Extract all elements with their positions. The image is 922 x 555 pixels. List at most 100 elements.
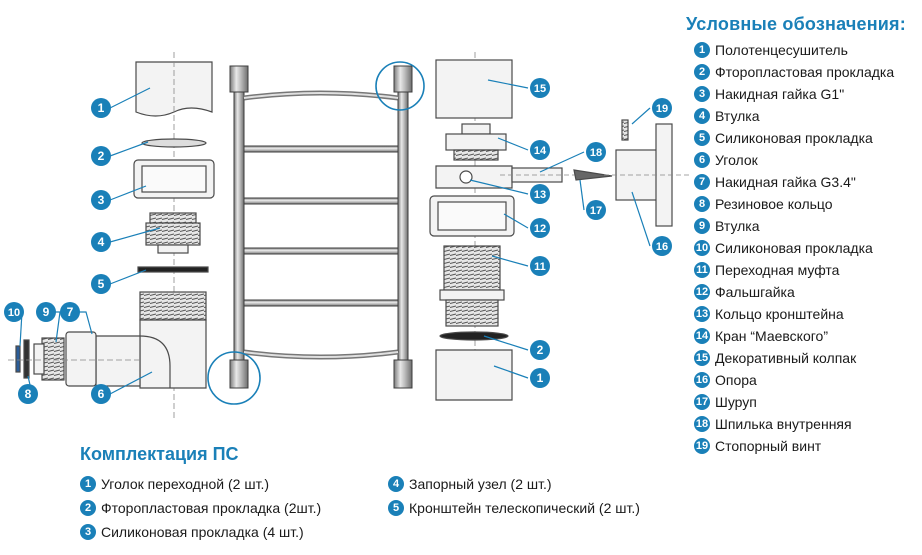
kit-title: Комплектация ПС [80,444,239,464]
legend-item: 17 Шуруп [694,394,919,410]
part-10-gasket [15,345,21,373]
legend-item: 3 Накидная гайка G1" [694,86,919,102]
number-badge: 2 [80,500,96,516]
legend-list: 1 Полотенцесушитель 2 Фторопластовая прокла… [694,42,919,460]
part-8-ring [23,339,30,379]
legend-label: Резиновое кольцо [715,196,833,212]
legend-label: Накидная гайка G1" [715,86,845,102]
number-badge: 10 [694,240,710,256]
svg-text:9: 9 [43,305,50,319]
legend-item: 8 Резиновое кольцо [694,196,919,212]
svg-text:3: 3 [98,193,105,207]
svg-text:17: 17 [590,205,602,217]
number-badge: 11 [694,262,710,278]
number-badge: 18 [694,416,710,432]
part-19-set-screw [621,119,629,141]
number-badge: 19 [694,438,710,454]
part-5-gasket [137,266,209,273]
svg-text:16: 16 [656,241,668,253]
callout-8: 8 [18,384,38,404]
legend-label: Кран “Маевского” [715,328,828,344]
legend-title: Условные обозначения: [686,14,906,34]
number-badge: 8 [694,196,710,212]
left-assembly [8,52,215,420]
svg-text:5: 5 [98,277,105,291]
number-badge: 6 [694,152,710,168]
number-badge: 12 [694,284,710,300]
number-badge: 5 [388,500,404,516]
legend-label: Силиконовая прокладка [715,130,873,146]
legend-label: Полотенцесушитель [715,42,848,58]
number-badge: 7 [694,174,710,190]
svg-text:2: 2 [537,343,544,357]
svg-text:2: 2 [98,149,105,163]
towel-rail [207,61,425,405]
svg-text:4: 4 [98,235,105,249]
part-13-ring [435,165,513,189]
callout-18: 18 [586,142,606,162]
number-badge: 2 [694,64,710,80]
part-4-bushing [149,212,197,224]
svg-text:8: 8 [25,387,32,401]
legend-item: 6 Уголок [694,152,919,168]
part-11-coupling [443,245,501,291]
callout-17: 17 [586,200,606,220]
callout-9: 9 [36,302,56,322]
part-6-elbow [139,319,207,389]
number-badge: 3 [694,86,710,102]
number-badge: 5 [694,130,710,146]
legend-label: Стопорный винт [715,438,822,454]
legend-label: Опора [715,372,757,388]
callout-10: 10 [4,302,24,322]
number-badge: 9 [694,218,710,234]
kit-label: Фторопластовая прокладка (2шт.) [101,500,322,516]
legend-item: 2 Фторопластовая прокладка [694,64,919,80]
callout-13: 13 [530,184,550,204]
svg-text:10: 10 [8,307,20,319]
legend-label: Втулка [715,108,760,124]
svg-text:6: 6 [98,387,105,401]
svg-text:18: 18 [590,147,602,159]
part-6-elbow-thread [139,291,207,321]
part-7-nut [65,331,97,387]
svg-text:14: 14 [534,145,547,157]
part-14-valve [461,123,491,135]
legend-label: Фторопластовая прокладка [715,64,895,80]
svg-text:7: 7 [67,305,74,319]
legend-item: 5 Силиконовая прокладка [694,130,919,146]
svg-text:19: 19 [656,103,668,115]
number-badge: 17 [694,394,710,410]
legend-label: Втулка [715,218,760,234]
legend-item: 12 Фальшгайка [694,284,919,300]
svg-text:13: 13 [534,189,546,201]
callout-7: 7 [60,302,80,322]
legend-item: 1 Полотенцесушитель [694,42,919,58]
legend-label: Уголок [715,152,758,168]
part-1-pipe-right [435,349,513,401]
kit-item: 2 Фторопластовая прокладка (2шт.) [80,498,321,518]
part-9-bushing [41,337,65,381]
number-badge: 13 [694,306,710,322]
svg-text:11: 11 [534,261,546,273]
number-badge: 1 [694,42,710,58]
legend-label: Декоративный колпак [715,350,857,366]
kit-label: Уголок переходной (2 шт.) [101,476,269,492]
kit-label: Запорный узел (2 шт.) [409,476,552,492]
right-assembly [429,52,690,401]
legend-label: Фальшгайка [715,284,795,300]
legend-label: Шуруп [715,394,757,410]
callout-3: 3 [91,190,111,210]
